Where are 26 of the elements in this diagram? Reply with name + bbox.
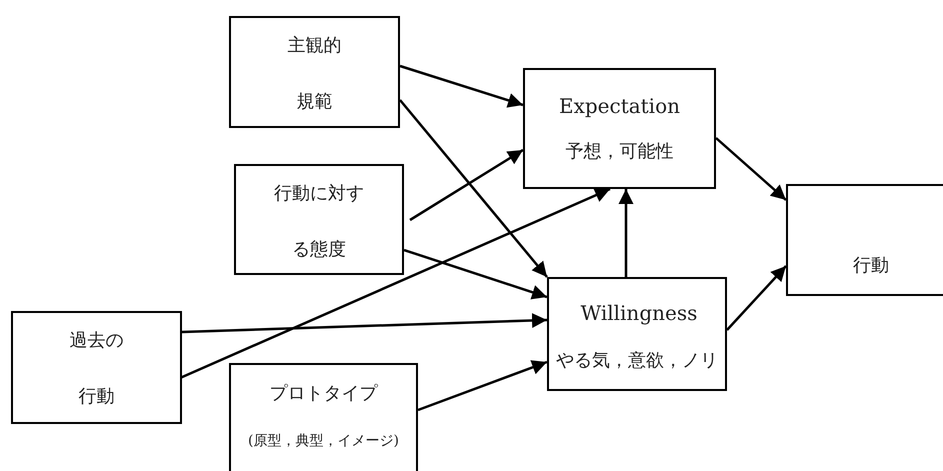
arrow xyxy=(618,189,634,277)
box-label: Expectation xyxy=(558,93,682,120)
box-label: やる気，意欲，ノリ xyxy=(555,349,719,373)
arrow xyxy=(726,265,787,331)
arrow xyxy=(418,360,548,412)
box-label: Willingness xyxy=(580,300,698,327)
box-label: 行動 xyxy=(852,254,890,278)
arrow xyxy=(400,64,524,108)
arrow xyxy=(399,99,548,278)
concept-box xyxy=(523,68,716,189)
box-label: プロトタイプ xyxy=(268,382,379,406)
arrow xyxy=(715,137,787,201)
concept-box xyxy=(11,311,182,424)
concept-box xyxy=(234,164,404,275)
box-label: (原型，典型，イメージ) xyxy=(247,432,400,451)
box-label: 主観的規範 xyxy=(286,34,342,114)
concept-box xyxy=(786,184,943,296)
box-label: 予想，可能性 xyxy=(564,140,674,164)
concept-box xyxy=(229,363,418,471)
box-label: 過去の行動 xyxy=(68,329,124,409)
concept-box xyxy=(547,277,727,391)
box-label: 行動に対する態度 xyxy=(272,182,365,262)
arrow xyxy=(404,248,548,300)
arrow xyxy=(182,313,548,334)
concept-box xyxy=(229,16,400,128)
arrow xyxy=(409,148,524,222)
